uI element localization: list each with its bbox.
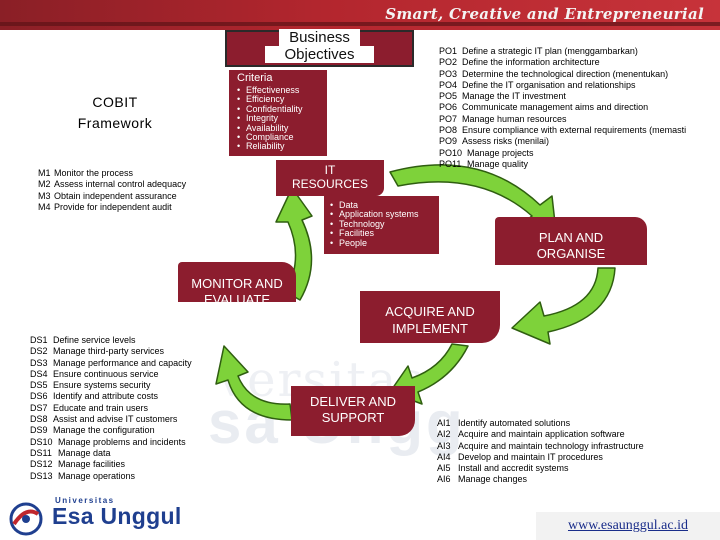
business-objectives-box: Business Objectives — [225, 29, 414, 67]
criteria-item: Integrity — [237, 113, 303, 123]
criteria-item: Efficiency — [237, 94, 303, 104]
criteria-item: Effectiveness — [237, 85, 303, 95]
university-logo-icon — [9, 502, 43, 536]
banner-stripe — [0, 22, 720, 26]
arrow-to-acquire — [511, 267, 616, 345]
header-banner: Smart, Creative and Entrepreneurial — [0, 0, 720, 30]
deliver-and-support-box: DELIVER AND SUPPORT — [291, 386, 415, 436]
criteria-item: Reliability — [237, 142, 303, 152]
criteria-item: Availability — [237, 123, 303, 133]
criteria-item: Compliance — [237, 132, 303, 142]
resource-item: Technology — [330, 219, 419, 229]
resource-item: People — [330, 238, 419, 248]
resource-item: Application systems — [330, 209, 419, 219]
it-resources-list: Data Application systems Technology Faci… — [330, 200, 419, 248]
resource-item: Facilities — [330, 228, 419, 238]
criteria-list: Effectiveness Efficiency Confidentiality… — [237, 85, 303, 152]
cobit-line2: Framework — [77, 115, 153, 131]
logo-name-text: Esa Unggul — [52, 503, 182, 529]
business-objectives-line1: Business — [279, 29, 360, 46]
it-resources-box: Data Application systems Technology Faci… — [324, 196, 439, 254]
business-objectives-line2: Objectives — [265, 46, 374, 63]
business-objectives-title: Business Objectives — [227, 29, 412, 63]
acquire-and-implement-box: ACQUIRE AND IMPLEMENT — [360, 291, 500, 343]
resource-item: Data — [330, 200, 419, 210]
plan-and-organise-box: PLAN AND ORGANISE — [495, 217, 647, 265]
website-link[interactable]: www.esaunggul.ac.id — [536, 512, 720, 540]
arrow-to-monitor — [215, 345, 293, 421]
criteria-item: Confidentiality — [237, 104, 303, 114]
cobit-framework-title: COBIT Framework — [56, 92, 174, 134]
criteria-box: Criteria Effectiveness Efficiency Confid… — [229, 70, 327, 156]
criteria-title: Criteria — [237, 72, 273, 84]
cobit-line1: COBIT — [92, 94, 138, 110]
logo-university-text: Universitas — [55, 496, 115, 505]
monitor-and-evaluate-box: MONITOR AND EVALUATE — [178, 262, 296, 307]
slogan: Smart, Creative and Entrepreneurial — [385, 5, 704, 23]
it-resources-title: IT RESOURCES — [276, 160, 384, 196]
